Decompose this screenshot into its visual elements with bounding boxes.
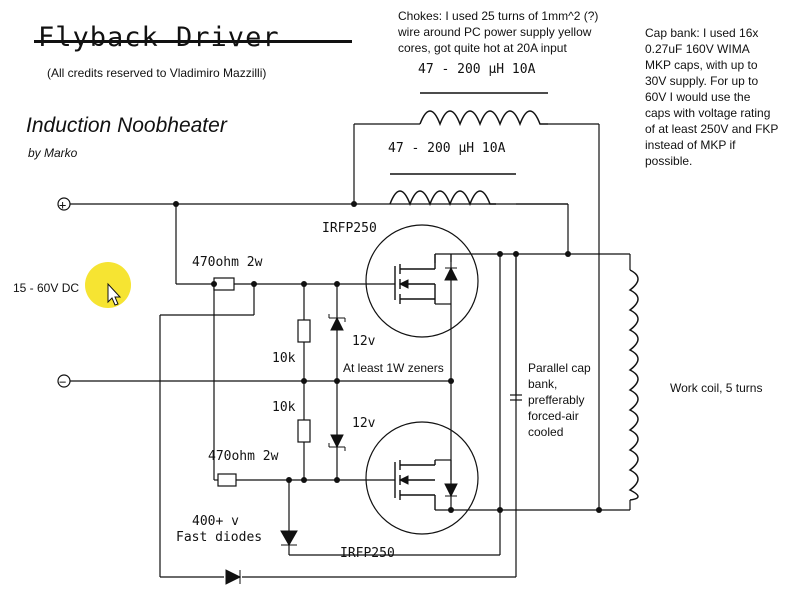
parallel-cap-note-line: forced-air [528,409,579,423]
cap-bank-note-line: instead of MKP if [645,138,736,152]
cap-bank-note-line: possible. [645,154,693,168]
divider-resistor-top-label: 10k [272,351,296,366]
negative-terminal [57,374,71,388]
supply-voltage-label: 15 - 60V DC [13,281,80,295]
parallel-cap-note: Parallel cap bank, prefferably forced-ai… [528,360,591,440]
zener-bottom-label: 12v [352,416,376,431]
junction-dot [173,201,179,207]
fast-diodes-label-line2: Fast diodes [176,530,262,545]
junction-dot [565,251,571,257]
zener-top-label: 12v [352,334,376,349]
junction-dot [301,477,307,483]
fast-diode-upper [280,530,298,547]
work-coil-note: Work coil, 5 turns [670,381,763,395]
work-coil [628,269,639,501]
parallel-cap-note-line: prefferably [528,393,585,407]
junction-dot [211,281,217,287]
choke-top-label: 47 - 200 µH 10A [418,62,536,77]
fast-diodes-label-line1: 400+ v [192,514,239,529]
minus-symbol: − [59,375,66,389]
struck-title: Flyback Driver [38,22,280,53]
mosfet-top-arrow [398,279,409,289]
cap-bank-note-line: MKP caps, with up to [645,58,758,72]
cap-bank-note: Cap bank: I used 16x 0.27uF 160V WIMA MK… [645,25,778,169]
parallel-cap-note-line: Parallel cap [528,361,591,375]
junction-dot [351,201,357,207]
divider-resistor-bottom-label: 10k [272,400,296,415]
junction-dot [301,281,307,287]
fast-diode-lower [225,569,242,585]
junction-dot [334,281,340,287]
choke-bottom-label: 47 - 200 µH 10A [388,141,506,156]
plus-symbol: + [59,198,66,212]
junction-dot [251,281,257,287]
gate-resistor-bottom [217,473,237,487]
divider-resistor-bottom [297,419,311,443]
gate-resistor-bottom-label: 470ohm 2w [208,449,279,464]
zener-top [330,316,344,331]
junction-dot [497,507,503,513]
zener-bottom-bar [328,443,346,451]
title-strikethrough-line [34,40,352,43]
parallel-cap-note-line: cooled [528,425,564,439]
choke-bottom-coil [389,190,496,207]
mosfet-top-label: IRFP250 [322,221,377,236]
mouse-pointer-icon [107,282,122,306]
junction-dot [448,378,454,384]
zener-top-bar [328,314,346,322]
chokes-note-line: Chokes: I used 25 turns of 1mm^2 (?) [398,9,599,23]
junction-dot [596,507,602,513]
author-byline: by Marko [28,146,78,160]
junction-dot [286,477,292,483]
cap-bank-note-line: 0.27uF 160V WIMA [645,42,750,56]
gate-resistor-top-label: 470ohm 2w [192,255,263,270]
divider-resistor-top [297,319,311,343]
cap-bank-note-line: 60V I would use the [645,90,751,104]
mosfet-bottom-label: IRFP250 [340,546,395,561]
mosfet-top-outline [365,224,479,338]
choke-top-coil [419,110,548,127]
junction-dot [513,251,519,257]
junction-dot [448,507,454,513]
positive-terminal [57,197,71,211]
zener-note: At least 1W zeners [343,360,444,376]
junction-dot [334,477,340,483]
main-title: Induction Noobheater [26,114,227,137]
zener-bottom [330,434,344,449]
chokes-note-line: wire around PC power supply yellow [398,25,592,39]
chokes-note-line: cores, got quite hot at 20A input [398,41,567,55]
mosfet-bottom-outline [365,421,479,535]
cap-bank-note-line: of at least 250V and FKP [645,122,779,136]
cap-bank-note-line: caps with voltage rating [645,106,771,120]
mosfet-bottom-body-diode [444,483,458,498]
mosfet-bottom-arrow [398,475,409,485]
credits-line: (All credits reserved to Vladimiro Mazzi… [47,66,267,80]
chokes-note: Chokes: I used 25 turns of 1mm^2 (?) wir… [398,8,598,56]
junction-dot [334,378,340,384]
junction-dot [301,378,307,384]
mosfet-top-body-diode [444,266,458,281]
cap-bank-note-line: Cap bank: I used 16x [645,26,759,40]
cap-bank-note-line: 30V supply. For up to [645,74,759,88]
junction-dot [497,251,503,257]
parallel-cap-note-line: bank, [528,377,558,391]
